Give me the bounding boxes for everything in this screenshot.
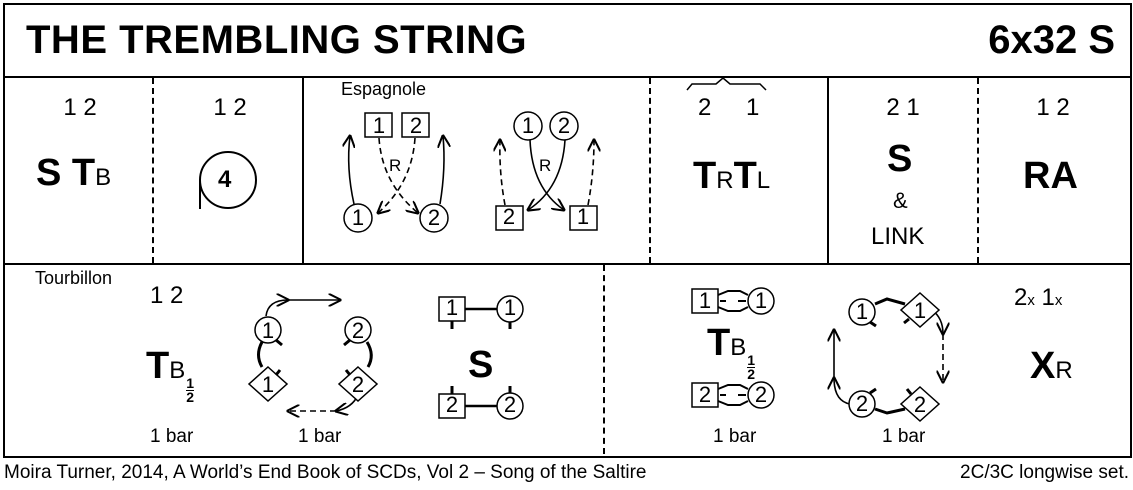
position-2: 2 <box>1014 284 1028 311</box>
circ-2: 2 <box>855 391 869 416</box>
frac-num: 1 <box>747 352 756 368</box>
circ-1: 1 <box>351 205 365 230</box>
positions: 1 2 <box>213 94 247 121</box>
sq-2: 2 <box>409 113 423 138</box>
half-divider-dashed <box>603 265 605 454</box>
tourbillon-diagram <box>247 285 379 435</box>
figure-main: T <box>733 155 757 197</box>
tourbillon-diagram-2 <box>825 291 965 423</box>
figure-set: S <box>468 344 494 386</box>
figure-right-hands-across: RA <box>1023 155 1078 197</box>
sq-1: 1 <box>372 113 386 138</box>
bar-count: 1 bar <box>713 426 757 447</box>
dance-format: 6x32 S <box>988 18 1115 62</box>
bar-divider-dashed <box>649 78 651 263</box>
figure-set: S <box>887 138 913 180</box>
cross-positions: 2x 1x <box>1014 284 1062 312</box>
rights-label: R <box>389 156 402 175</box>
position-1: 1 <box>1041 284 1055 311</box>
figure-main: X <box>1030 345 1056 387</box>
brace-icon <box>686 77 767 91</box>
circ-1: 1 <box>521 113 535 138</box>
figure-sub: B <box>169 357 186 384</box>
figure-sub: L <box>756 167 771 194</box>
bar-count: 1 bar <box>150 426 194 447</box>
formation-label: Espagnole <box>341 79 427 99</box>
figure-main: S T <box>36 152 96 194</box>
cross-marker: x <box>1027 292 1035 309</box>
figure-sub: R <box>716 167 734 194</box>
diamond-2: 2 <box>351 372 365 397</box>
figure-sub: B <box>95 164 112 191</box>
bar-divider <box>302 78 304 263</box>
circ-2: 2 <box>351 318 365 343</box>
circ-1: 1 <box>855 299 869 324</box>
figure-set-turn-both-hands: S TB <box>36 152 111 195</box>
sq-2: 2 <box>502 204 516 229</box>
circle-four-icon <box>199 151 257 209</box>
circle-count: 4 <box>218 166 232 193</box>
bar-divider <box>827 78 829 263</box>
sq-1: 1 <box>576 204 590 229</box>
frac-den: 2 <box>747 366 756 382</box>
circ-2: 2 <box>754 382 768 407</box>
espagnole-diagram <box>300 111 650 233</box>
frac-num: 1 <box>186 375 195 391</box>
bar-divider-dashed <box>977 78 979 263</box>
positions: 1 2 <box>150 282 184 309</box>
bar-divider-dashed <box>152 78 154 263</box>
turn-both-hands-diagram <box>691 287 775 409</box>
circ-2: 2 <box>557 113 571 138</box>
sq-1: 1 <box>445 295 459 320</box>
sq-2: 2 <box>445 392 459 417</box>
bar-count: 1 bar <box>298 426 342 447</box>
dance-title: THE TREMBLING STRING <box>26 18 528 62</box>
figure-sub: R <box>1055 357 1073 384</box>
positions: 1 2 <box>1036 94 1070 121</box>
figure-main: T <box>146 345 170 387</box>
bar-count: 1 bar <box>882 426 926 447</box>
header-divider <box>3 76 1130 78</box>
set-diagram <box>438 295 524 420</box>
positions: 2 1 <box>886 94 920 121</box>
figure-main: T <box>707 322 731 364</box>
figure-link: LINK <box>871 223 925 250</box>
figure-sub: B <box>730 334 747 361</box>
sq-2: 2 <box>698 382 712 407</box>
diamond-1: 1 <box>913 298 927 323</box>
source-citation: Moira Turner, 2014, A World’s End Book o… <box>4 462 647 483</box>
circ-1: 1 <box>261 318 275 343</box>
dance-card-frame <box>3 3 1132 458</box>
circ-2: 2 <box>427 205 441 230</box>
position-1: 1 <box>746 94 760 121</box>
cross-marker: x <box>1054 292 1063 309</box>
figure-turn-right-turn-left: TRTL <box>693 155 770 198</box>
row-divider <box>3 263 1130 265</box>
sq-1: 1 <box>698 288 712 313</box>
circ-1: 1 <box>754 288 768 313</box>
positions: 1 2 <box>63 94 97 121</box>
set-formation: 2C/3C longwise set. <box>960 462 1129 483</box>
diamond-2: 2 <box>913 392 927 417</box>
circ-2: 2 <box>503 392 517 417</box>
figure-main: T <box>693 155 717 197</box>
diamond-1: 1 <box>261 372 275 397</box>
rights-label: R <box>539 156 552 175</box>
position-2: 2 <box>698 94 712 121</box>
formation-label: Tourbillon <box>35 268 113 288</box>
ampersand: & <box>893 188 908 213</box>
figure-cross-right: XR <box>1030 345 1073 388</box>
frac-den: 2 <box>186 389 195 405</box>
circ-1: 1 <box>503 295 517 320</box>
